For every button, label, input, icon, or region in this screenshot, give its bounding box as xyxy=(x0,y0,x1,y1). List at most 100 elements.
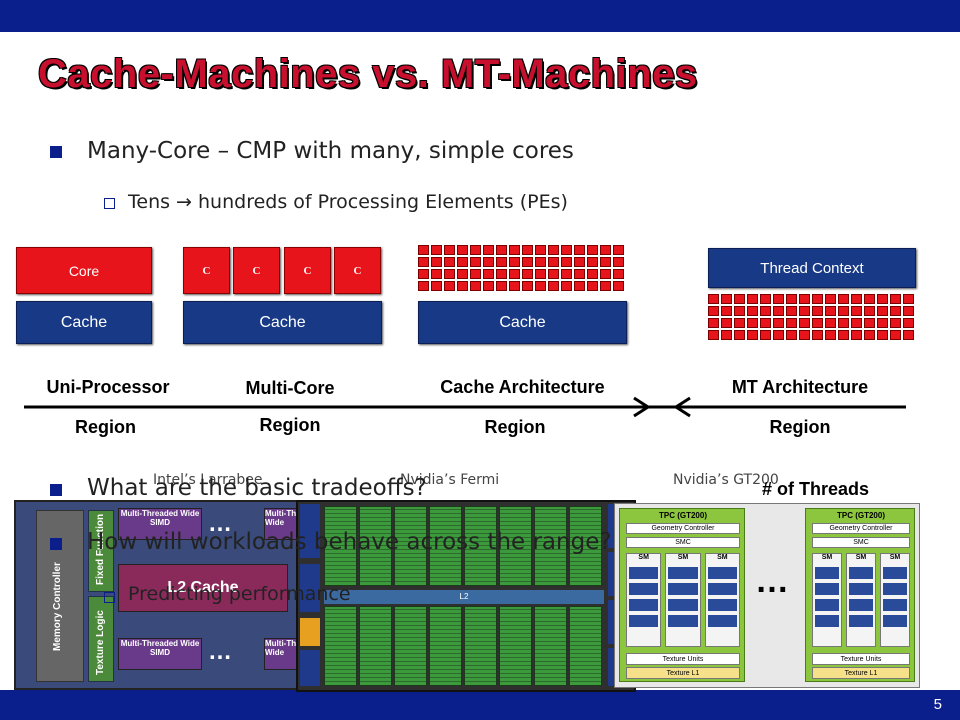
gt200-sp-cell xyxy=(849,567,873,579)
gt200-texture-units: Texture Units xyxy=(626,653,740,665)
gt200-sp-cell xyxy=(629,599,659,611)
cache-arch-core-cell xyxy=(535,281,546,291)
mt-core-cell xyxy=(708,306,719,316)
cache-arch-core-cell xyxy=(470,245,481,255)
multi-core-c2: C xyxy=(233,247,280,294)
fermi-sm-block xyxy=(324,506,357,586)
mt-core-cell xyxy=(773,330,784,340)
sub-bullet-text-2: Predicting performance xyxy=(128,583,351,605)
gt200-sp-cell xyxy=(849,599,873,611)
cache-arch-core-cell xyxy=(496,281,507,291)
mt-core-cell xyxy=(799,318,810,328)
cache-arch-cache-box: Cache xyxy=(418,301,627,344)
cache-arch-core-cell xyxy=(613,281,624,291)
multi-core-c1: C xyxy=(183,247,230,294)
cache-arch-region-label: Region xyxy=(484,417,546,437)
uni-cache-box: Cache xyxy=(16,301,152,344)
memory-controller-label: Memory Controller xyxy=(52,562,63,651)
gt200-sp-cell xyxy=(668,615,698,627)
gt200-geometry-controller: Geometry Controller xyxy=(812,523,910,534)
gt200-sp-cell xyxy=(668,599,698,611)
slide-number: 5 xyxy=(933,696,942,713)
mt-core-cell xyxy=(786,330,797,340)
cache-arch-core-cell xyxy=(470,269,481,279)
larrabee-ellipsis-top: … xyxy=(208,510,232,537)
mt-core-grid xyxy=(708,294,916,342)
gt200-sp-cell xyxy=(815,615,839,627)
fermi-sm-block xyxy=(394,506,427,586)
larrabee-ellipsis-bottom: … xyxy=(208,638,232,665)
gt200-sp-cell xyxy=(668,567,698,579)
cache-arch-core-cell xyxy=(457,269,468,279)
mt-core-cell xyxy=(890,306,901,316)
fermi-sm-block xyxy=(499,506,532,586)
mt-core-cell xyxy=(864,294,875,304)
cache-arch-core-cell xyxy=(522,269,533,279)
cache-arch-core-cell xyxy=(457,257,468,267)
gt200-sp-cell xyxy=(815,567,839,579)
mt-core-cell xyxy=(760,306,771,316)
cache-arch-core-cell xyxy=(496,257,507,267)
gt200-sp-cell xyxy=(707,599,737,611)
mt-core-cell xyxy=(786,318,797,328)
mt-core-cell xyxy=(721,330,732,340)
mt-core-cell xyxy=(708,330,719,340)
mt-core-cell xyxy=(851,306,862,316)
mt-core-cell xyxy=(747,294,758,304)
cache-arch-core-cell xyxy=(548,257,559,267)
gt200-geometry-controller: Geometry Controller xyxy=(626,523,740,534)
mt-core-cell xyxy=(747,330,758,340)
threads-axis xyxy=(24,396,906,418)
cache-arch-core-cell xyxy=(457,281,468,291)
cache-arch-core-grid xyxy=(418,245,626,293)
gt200-tpc-label: TPC (GT200) xyxy=(836,511,885,520)
mt-core-cell xyxy=(877,306,888,316)
cache-arch-core-cell xyxy=(587,269,598,279)
cache-arch-core-cell xyxy=(483,281,494,291)
cache-arch-core-cell xyxy=(470,281,481,291)
mt-core-cell xyxy=(760,294,771,304)
cache-arch-core-cell xyxy=(613,245,624,255)
texture-logic-block: Texture Logic xyxy=(88,596,114,682)
simd-block-bottom: Multi-Threaded Wide SIMD xyxy=(118,638,202,670)
larrabee-caption: Intel’s Larrabee xyxy=(153,472,263,488)
threads-label: # of Threads xyxy=(762,479,870,499)
mt-core-cell xyxy=(721,306,732,316)
cache-arch-core-cell xyxy=(548,269,559,279)
fermi-sm-block xyxy=(569,506,602,586)
fermi-giga-thread xyxy=(300,618,320,646)
mt-core-cell xyxy=(812,294,823,304)
multi-region-label: Region xyxy=(259,415,321,435)
mt-core-cell xyxy=(734,330,745,340)
multi-core-c4: C xyxy=(334,247,381,294)
gt200-smc: SMC xyxy=(626,537,740,548)
gt200-sp-cell xyxy=(883,599,907,611)
gt200-sp-cell xyxy=(707,615,737,627)
cache-arch-core-cell xyxy=(574,257,585,267)
fermi-sm-block xyxy=(324,606,357,686)
cache-arch-core-cell xyxy=(483,269,494,279)
cache-arch-core-cell xyxy=(496,245,507,255)
cache-arch-core-cell xyxy=(574,269,585,279)
cache-arch-core-cell xyxy=(509,281,520,291)
gt200-texture-l1: Texture L1 xyxy=(812,667,910,679)
multi-core-label: Multi-Core xyxy=(245,378,335,398)
gt200-sp-cell xyxy=(668,583,698,595)
sub-bullet-marker-1 xyxy=(104,198,115,209)
cache-arch-core-cell xyxy=(483,245,494,255)
cache-arch-core-cell xyxy=(587,257,598,267)
mt-core-cell xyxy=(851,318,862,328)
cache-arch-core-cell xyxy=(561,257,572,267)
mt-core-cell xyxy=(825,294,836,304)
cache-arch-core-cell xyxy=(522,281,533,291)
cache-arch-core-cell xyxy=(600,269,611,279)
thread-context-box: Thread Context xyxy=(708,248,916,288)
cache-arch-core-cell xyxy=(509,245,520,255)
gt200-sp-cell xyxy=(849,583,873,595)
mt-core-cell xyxy=(799,330,810,340)
fermi-sm-array xyxy=(324,506,604,686)
mt-core-cell xyxy=(760,318,771,328)
mt-core-cell xyxy=(890,330,901,340)
mt-core-cell xyxy=(812,306,823,316)
